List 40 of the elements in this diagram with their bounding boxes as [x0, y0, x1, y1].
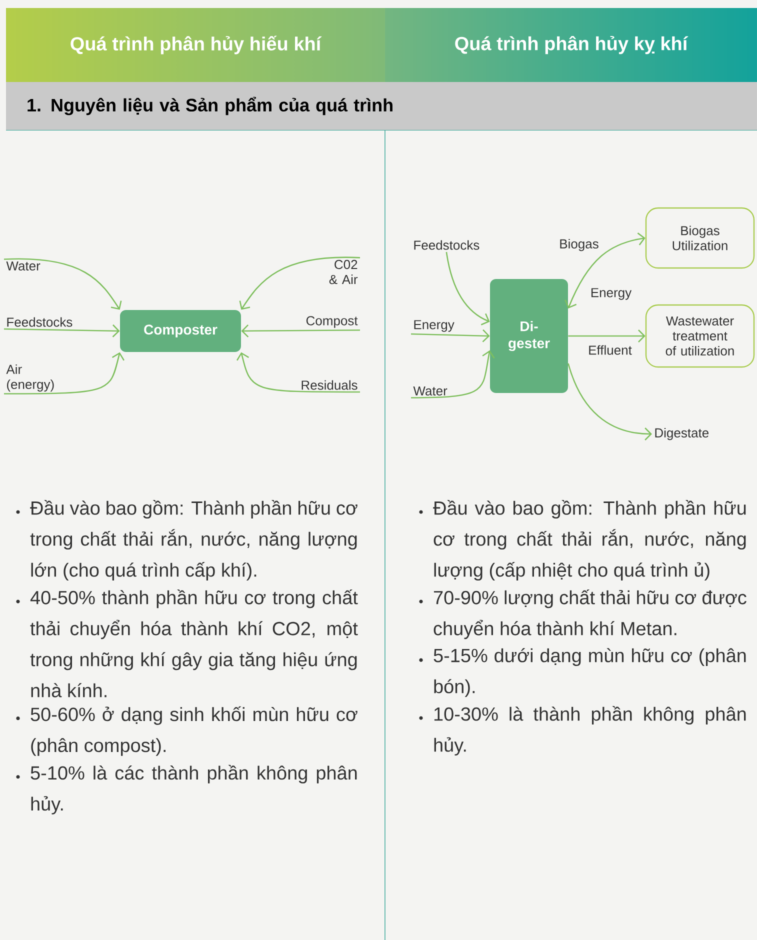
arrow [568, 330, 646, 342]
process-box: Di- gester [490, 279, 568, 393]
flow-text: Residuals [302, 380, 358, 390]
flow-label: Energy [591, 288, 632, 300]
arrow [4, 324, 120, 338]
bullet-text: 50-60% ở dạng sinh khối mùn hữu cơ (phân compost). [30, 706, 358, 756]
bullet-text: 5-10% là các thành phần không phân hủy. [30, 764, 357, 814]
flow-text: Compost [306, 316, 358, 328]
bullet-text: 5-15% dưới dạng mùn hữu cơ (phân bón). [434, 648, 746, 698]
flow-text: Water [6, 261, 40, 271]
process-box: Composter [120, 310, 241, 352]
bullet-text: Đầu vào bao gồm: Thành phần hữu cơ trong chất thải rắn, nước, năng lượng (cấp nhiệt cho quá trình ủ) [433, 500, 746, 581]
arrow [239, 256, 360, 310]
bullet-text: 70-90% lượng chất thải hữu cơ được chuyển hóa thành khí Metan. [434, 590, 746, 640]
flow-text: Feedstocks [7, 317, 72, 327]
arrow [4, 258, 122, 310]
bullet-text: 10-30% là thành phần không phân hủy. [434, 706, 746, 756]
output-box: Biogas Utilization [645, 207, 755, 269]
output-box: Wastewater treatment of utilization [645, 304, 755, 368]
flow-text: Feedstocks [414, 240, 480, 250]
flow-text: Water [413, 386, 448, 396]
arrow [410, 329, 490, 342]
arrow [241, 324, 360, 338]
flow-text: C02 & Air [329, 260, 358, 284]
bullet-text: Đầu vào bao gồm: Thành phần hữu cơ trong chất thải rắn, nước, năng lượng lớn (cho quá trình cấp khí). [30, 500, 358, 581]
flow-text: Air (energy) [6, 364, 54, 392]
section-band: 1. Nguyên liệu và Sản phẩm của quá trình [6, 82, 757, 130]
flow-text: Energy [414, 320, 454, 332]
edge-label: Effluent [587, 344, 633, 356]
arrow [236, 352, 360, 393]
arrow [4, 352, 124, 394]
arrow [564, 232, 646, 309]
header-cell: Quá trình phân hủy kỵ khí [455, 36, 688, 54]
header-cell: Quá trình phân hủy hiếu khí [70, 36, 322, 54]
arrow [568, 363, 652, 440]
arrow [446, 252, 490, 326]
bullet-text: 40-50% thành phần hữu cơ trong chất thải chuyển hóa thành khí CO2, một trong những khí gây gia tăng hiệu ứng nhà kính. [30, 590, 358, 698]
arrow [410, 350, 495, 398]
flow-text: Digestate [655, 428, 709, 440]
edge-label: Biogas [558, 238, 600, 252]
